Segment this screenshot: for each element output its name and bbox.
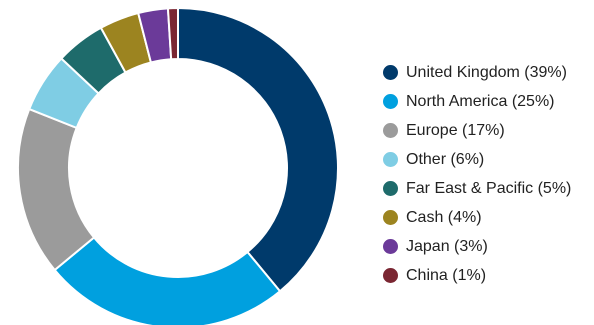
legend-item-europe: Europe (17%) — [383, 116, 571, 145]
legend-swatch-other — [383, 152, 398, 167]
legend-label-far-east-pacific: Far East & Pacific (5%) — [406, 179, 572, 197]
legend-label-china: China (1%) — [406, 266, 487, 284]
legend-swatch-united-kingdom — [383, 65, 398, 80]
donut-slice-europe — [17, 108, 96, 271]
legend-item-north-america: North America (25%) — [383, 87, 571, 116]
legend-item-united-kingdom: United Kingdom (39%) — [383, 58, 571, 87]
legend-item-japan: Japan (3%) — [383, 232, 571, 261]
donut-slice-north-america — [53, 236, 281, 325]
legend-label-japan: Japan (3%) — [406, 237, 488, 255]
legend-item-china: China (1%) — [383, 261, 571, 290]
legend-label-europe: Europe (17%) — [406, 121, 505, 139]
legend-item-far-east-pacific: Far East & Pacific (5%) — [383, 174, 571, 203]
legend-item-other: Other (6%) — [383, 145, 571, 174]
legend-swatch-china — [383, 268, 398, 283]
legend-item-cash: Cash (4%) — [383, 203, 571, 232]
legend-label-united-kingdom: United Kingdom (39%) — [406, 63, 567, 81]
legend-label-north-america: North America (25%) — [406, 92, 555, 110]
legend-swatch-europe — [383, 123, 398, 138]
chart-legend: United Kingdom (39%) North America (25%)… — [383, 58, 571, 290]
donut-slice-china — [166, 7, 179, 61]
legend-swatch-north-america — [383, 94, 398, 109]
legend-label-other: Other (6%) — [406, 150, 485, 168]
donut-chart-svg — [17, 7, 339, 325]
legend-swatch-cash — [383, 210, 398, 225]
donut-slice-united-kingdom — [177, 7, 339, 293]
legend-swatch-far-east-pacific — [383, 181, 398, 196]
legend-label-cash: Cash (4%) — [406, 208, 482, 226]
legend-swatch-japan — [383, 239, 398, 254]
